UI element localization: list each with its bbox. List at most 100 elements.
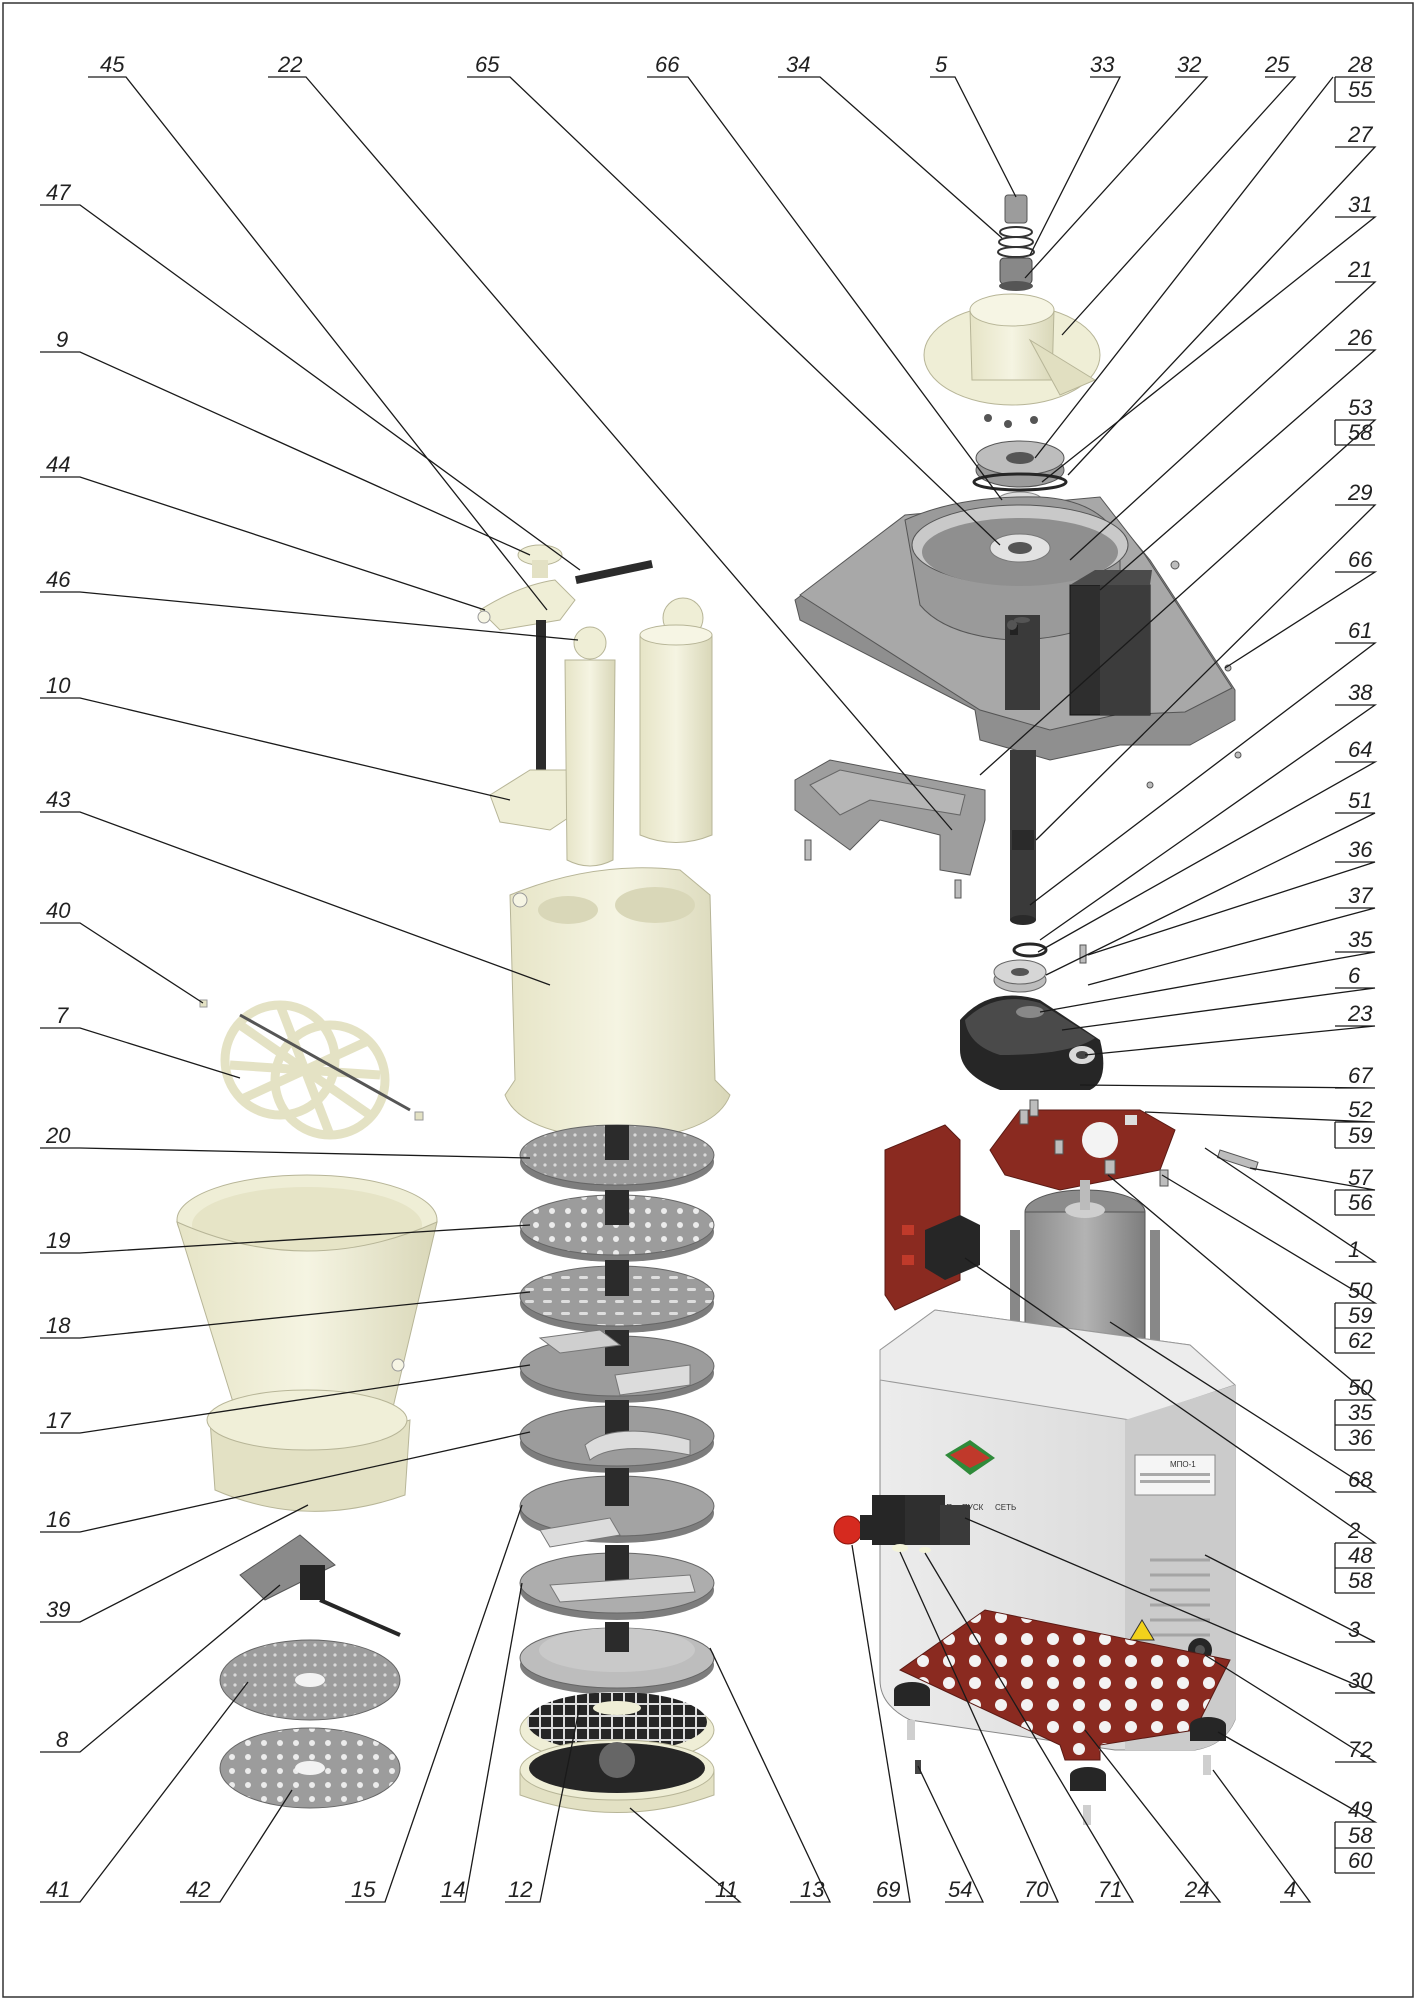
part-disc-20 xyxy=(519,1124,715,1192)
svg-text:65: 65 xyxy=(475,52,500,77)
callout-36a: 36 xyxy=(1087,837,1376,956)
svg-text:20: 20 xyxy=(45,1123,71,1148)
callout-40: 40 xyxy=(40,898,204,1004)
svg-text:55: 55 xyxy=(1348,77,1373,102)
svg-text:69: 69 xyxy=(876,1877,900,1902)
callout-25: 25 xyxy=(1061,52,1297,336)
svg-text:58: 58 xyxy=(1348,1568,1373,1593)
callout-44: 44 xyxy=(40,452,486,611)
part-pin-40b xyxy=(414,1111,424,1121)
svg-text:13: 13 xyxy=(800,1877,825,1902)
svg-text:22: 22 xyxy=(277,52,302,77)
svg-text:52: 52 xyxy=(1348,1097,1372,1122)
svg-text:10: 10 xyxy=(46,673,71,698)
callout-29: 29 xyxy=(1035,480,1377,841)
callout-31: 31 xyxy=(1041,192,1377,483)
svg-text:58: 58 xyxy=(1348,420,1373,445)
callout-69: 69 xyxy=(851,1544,911,1903)
svg-text:66: 66 xyxy=(655,52,680,77)
svg-text:56: 56 xyxy=(1348,1190,1373,1215)
svg-text:16: 16 xyxy=(46,1507,71,1532)
svg-text:2: 2 xyxy=(1347,1518,1360,1543)
callout-54: 54 xyxy=(917,1765,985,1903)
svg-text:3: 3 xyxy=(1348,1617,1361,1642)
callout-8: 8 xyxy=(40,1584,281,1753)
part-rod-47 xyxy=(575,559,653,585)
svg-text:62: 62 xyxy=(1348,1328,1372,1353)
part-feet-4 xyxy=(894,1682,1226,1825)
part-disc-15 xyxy=(519,1468,715,1548)
callout-4: 4 xyxy=(1212,1769,1312,1903)
svg-text:28: 28 xyxy=(1347,52,1373,77)
callout-6: 6 xyxy=(1061,963,1376,1031)
vent-slots xyxy=(1150,1558,1210,1637)
callout-12: 12 xyxy=(505,1704,581,1903)
callout-16: 16 xyxy=(40,1431,531,1533)
svg-text:37: 37 xyxy=(1348,883,1373,908)
svg-text:61: 61 xyxy=(1348,618,1372,643)
part-feed-chamber-43 xyxy=(504,867,731,1141)
svg-text:49: 49 xyxy=(1348,1797,1372,1822)
svg-text:7: 7 xyxy=(56,1003,69,1028)
callout-7: 7 xyxy=(40,1003,241,1079)
callout-1: 1 xyxy=(1204,1147,1378,1263)
callout-64: 64 xyxy=(1037,737,1378,953)
callout-15: 15 xyxy=(345,1504,523,1903)
callout-37: 37 xyxy=(1087,883,1376,986)
part-gearbox-6 xyxy=(960,995,1104,1090)
callout-70: 70 xyxy=(899,1551,1060,1903)
svg-text:24: 24 xyxy=(1184,1877,1209,1902)
part-main-body-21 xyxy=(794,496,1236,761)
svg-text:1: 1 xyxy=(1348,1237,1360,1262)
callout-11: 11 xyxy=(629,1807,742,1903)
callout-67: 67 xyxy=(1079,1063,1376,1089)
callout-3: 3 xyxy=(1204,1554,1376,1643)
part-disc-42 xyxy=(219,1727,401,1809)
svg-text:4: 4 xyxy=(1284,1877,1296,1902)
svg-text:12: 12 xyxy=(508,1877,532,1902)
callout-5: 5 xyxy=(930,52,1017,198)
svg-text:60: 60 xyxy=(1348,1848,1373,1873)
part-pin-40 xyxy=(199,999,208,1008)
svg-text:35: 35 xyxy=(1348,1400,1373,1425)
callout-19: 19 xyxy=(40,1224,531,1254)
callout-13: 13 xyxy=(709,1647,832,1903)
svg-text:33: 33 xyxy=(1090,52,1115,77)
svg-text:45: 45 xyxy=(100,52,125,77)
svg-text:50: 50 xyxy=(1348,1278,1373,1303)
warning-triangle-icon xyxy=(1129,1619,1155,1641)
svg-text:17: 17 xyxy=(46,1408,71,1433)
svg-text:47: 47 xyxy=(46,180,71,205)
svg-text:32: 32 xyxy=(1177,52,1201,77)
part-pusher-large-45 xyxy=(639,597,713,843)
svg-text:42: 42 xyxy=(186,1877,210,1902)
svg-text:64: 64 xyxy=(1348,737,1372,762)
svg-text:59: 59 xyxy=(1348,1123,1372,1148)
callout-18: 18 xyxy=(40,1291,531,1339)
svg-text:6: 6 xyxy=(1348,963,1361,988)
callout-24: 24 xyxy=(1084,1729,1222,1903)
callout-27: 27 xyxy=(1067,122,1377,476)
svg-text:53: 53 xyxy=(1348,395,1373,420)
callout-20: 20 xyxy=(40,1123,531,1159)
part-disc-13 xyxy=(519,1622,715,1695)
part-shaft-29 xyxy=(1010,750,1048,958)
svg-text:25: 25 xyxy=(1264,52,1290,77)
callout-46: 46 xyxy=(40,567,579,641)
callout-26: 26 xyxy=(1099,325,1377,591)
part-disc-41 xyxy=(219,1639,401,1721)
svg-text:19: 19 xyxy=(46,1228,70,1253)
part-side-plate-2 xyxy=(884,1124,980,1311)
part-cap-knob xyxy=(997,194,1035,291)
part-bearing-51 xyxy=(993,959,1047,993)
svg-text:40: 40 xyxy=(46,898,71,923)
svg-text:46: 46 xyxy=(46,567,71,592)
callout-22: 22 xyxy=(268,52,953,831)
part-support-frame-22 xyxy=(794,759,986,876)
